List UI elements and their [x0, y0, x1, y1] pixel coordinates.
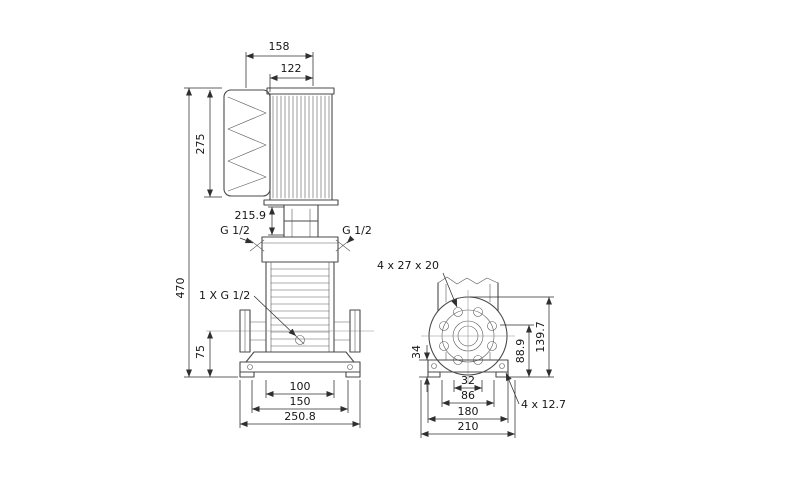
dim-base-width-label: 250.8 [284, 410, 316, 423]
dim-flange-height-label: 139.7 [534, 321, 547, 353]
dim-total-height-label: 470 [174, 278, 187, 299]
motor-cooling-fins [272, 95, 330, 199]
dim-base-height-label: 34 [410, 345, 423, 359]
port-left-label: G 1/2 [220, 224, 250, 237]
dimension-lines [184, 52, 554, 438]
dimension-labels: 158 122 275 215.9 G 1/2 G 1/2 470 1 X G … [174, 40, 566, 433]
slot-label: 4 x 27 x 20 [377, 259, 439, 272]
front-view [206, 87, 374, 378]
foot-hole-left [431, 363, 437, 369]
break-line [437, 276, 499, 285]
dim-motor-depth-label: 122 [281, 62, 302, 75]
dim-bolt-span-label: 150 [290, 395, 311, 408]
foot-hole-right [499, 363, 505, 369]
dim-flange-width-label: 88.9 [514, 339, 527, 364]
side-view [421, 276, 515, 384]
base-bolt-hole-left [247, 364, 253, 370]
base-bolt-hole-right [347, 364, 353, 370]
hole-label: 4 x 12.7 [521, 398, 566, 411]
chamber-lines [270, 268, 330, 347]
converter-box [223, 89, 271, 197]
drain-plug [295, 335, 305, 345]
base-front [239, 351, 361, 378]
dim-total-depth-label: 158 [269, 40, 290, 53]
suction-flange [239, 309, 267, 353]
dim-mid-span-label: 86 [461, 389, 475, 402]
port-right-label: G 1/2 [342, 224, 372, 237]
motor-stool [279, 204, 323, 238]
pump-head [249, 236, 351, 263]
motor-flange [263, 199, 339, 206]
dim-motor-height-label: 275 [194, 134, 207, 155]
dim-head-height-label: 215.9 [235, 209, 267, 222]
dim-base-depth-label: 180 [458, 405, 479, 418]
chamber-stack [265, 261, 335, 353]
dim-overall-depth-label: 210 [458, 420, 479, 433]
base-side [427, 359, 509, 378]
dim-inner-span-label: 32 [461, 374, 475, 387]
dim-port-width-label: 100 [290, 380, 311, 393]
dim-port-to-base-label: 75 [194, 345, 207, 359]
drain-port-label: 1 X G 1/2 [199, 289, 250, 302]
motor-body [263, 87, 339, 206]
discharge-flange [333, 309, 361, 353]
converter-heatsink-lines [227, 96, 267, 192]
